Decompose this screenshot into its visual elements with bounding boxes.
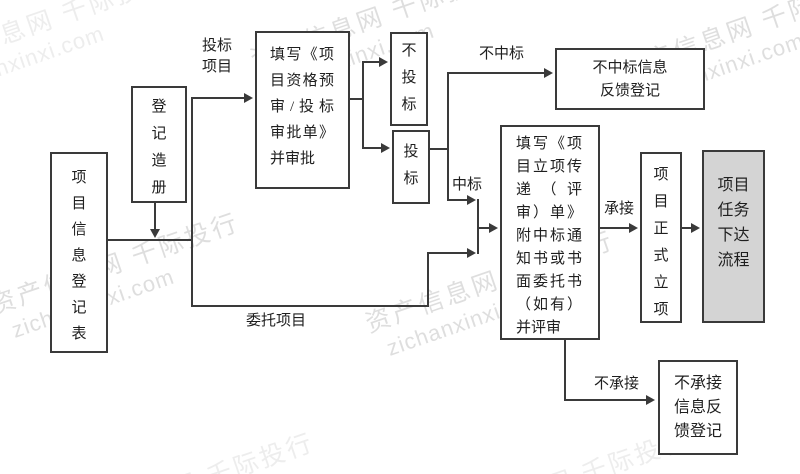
label-no-accept: 不承接	[594, 376, 640, 392]
arrow-right-icon	[467, 248, 476, 258]
connector-to-nobid	[363, 61, 380, 63]
connector-merge-vertical	[477, 199, 479, 254]
arrow-right-icon	[379, 57, 388, 67]
watermark-url: zichanxinxi.com	[8, 238, 252, 344]
connector-noaccept-vertical	[564, 340, 566, 401]
arrow-right-icon	[629, 223, 638, 233]
connector-to-formal	[600, 227, 630, 229]
box-register-label: 登记造册	[151, 99, 167, 196]
arrow-right-icon	[467, 195, 476, 205]
label-win: 中标	[452, 177, 483, 193]
connector-entrust-to-merge	[428, 252, 468, 254]
box-project-info-table-label: 项目信息登记表	[71, 170, 87, 342]
box-bid-label: 投标	[403, 144, 419, 187]
box-task-flow: 项目任务下达流程	[702, 150, 765, 323]
arrow-right-icon	[691, 223, 700, 233]
box-no-bid: 不投标	[390, 32, 428, 126]
connector-prequalify-out	[350, 98, 364, 100]
connector-win-to-merge	[448, 199, 468, 201]
watermark: 资产信息网 千际投行 zichanxinxi.com	[0, 203, 253, 348]
arrow-right-icon	[489, 223, 498, 233]
connector-bid-out	[430, 148, 449, 150]
box-task-flow-label: 项目任务下达流程	[717, 177, 750, 269]
connector-to-noaccept-feedback	[565, 399, 647, 401]
connector-to-prequalify	[192, 97, 245, 99]
box-no-accept-feedback-label: 不承接信息反馈登记	[673, 375, 722, 440]
box-no-win-feedback: 不中标信息反馈登记	[555, 48, 705, 110]
watermark-url: zichanxinxi.com	[458, 455, 702, 474]
connector-register-down	[154, 203, 156, 231]
watermark-text: 资产信息网 千际投行	[435, 420, 694, 474]
box-project-info-table: 项目信息登记表	[50, 152, 108, 353]
connector-bid-split-vertical	[362, 61, 364, 149]
box-bid: 投标	[392, 130, 430, 204]
box-transfer-review: 填写《项目立项传递（评审）单》附中标通知书或书面委托书（如有）并评审	[500, 125, 600, 340]
label-accept: 承接	[604, 201, 635, 217]
box-register: 登记造册	[131, 86, 187, 203]
connector-to-bid	[363, 147, 382, 149]
box-prequalify-label: 填写《项目资格预审/投标审批单》并审批	[270, 47, 334, 167]
connector-infotable-junction	[108, 239, 192, 241]
watermark-url: zichanxinxi.com	[83, 458, 327, 474]
box-prequalify: 填写《项目资格预审/投标审批单》并审批	[255, 31, 350, 189]
box-transfer-review-label: 填写《项目立项传递（评审）单》附中标通知书或书面委托书（如有）并评审	[516, 136, 582, 336]
box-no-bid-label: 不投标	[401, 43, 417, 113]
connector-main-vertical	[191, 97, 193, 307]
arrow-right-icon	[544, 68, 553, 78]
arrow-right-icon	[244, 93, 253, 103]
connector-to-nowin-feedback	[448, 72, 545, 74]
box-formal-approval-label: 项目正式立项	[653, 167, 669, 318]
connector-entrust-horizontal	[192, 305, 428, 307]
arrow-right-icon	[381, 143, 390, 153]
box-formal-approval: 项目正式立项	[640, 152, 682, 323]
box-no-win-feedback-label: 不中标信息反馈登记	[592, 60, 668, 99]
connector-to-transfer	[478, 227, 490, 229]
watermark-text: 资产信息网 千际投行	[0, 0, 173, 78]
watermark: 资产信息网 千际投行 zichanxinxi.com	[60, 423, 328, 474]
connector-win-split-vertical	[447, 72, 449, 201]
connector-entrust-vertical	[427, 252, 429, 307]
label-entrust-project: 委托项目	[246, 313, 307, 329]
arrow-right-icon	[646, 395, 655, 405]
box-no-accept-feedback: 不承接信息反馈登记	[658, 360, 738, 455]
arrow-down-icon	[150, 229, 160, 238]
watermark-text: 资产信息网 千际投行	[60, 423, 319, 474]
label-no-win: 不中标	[479, 46, 525, 62]
label-bid-project: 投标项目	[202, 38, 233, 75]
connector-to-taskflow	[682, 227, 692, 229]
